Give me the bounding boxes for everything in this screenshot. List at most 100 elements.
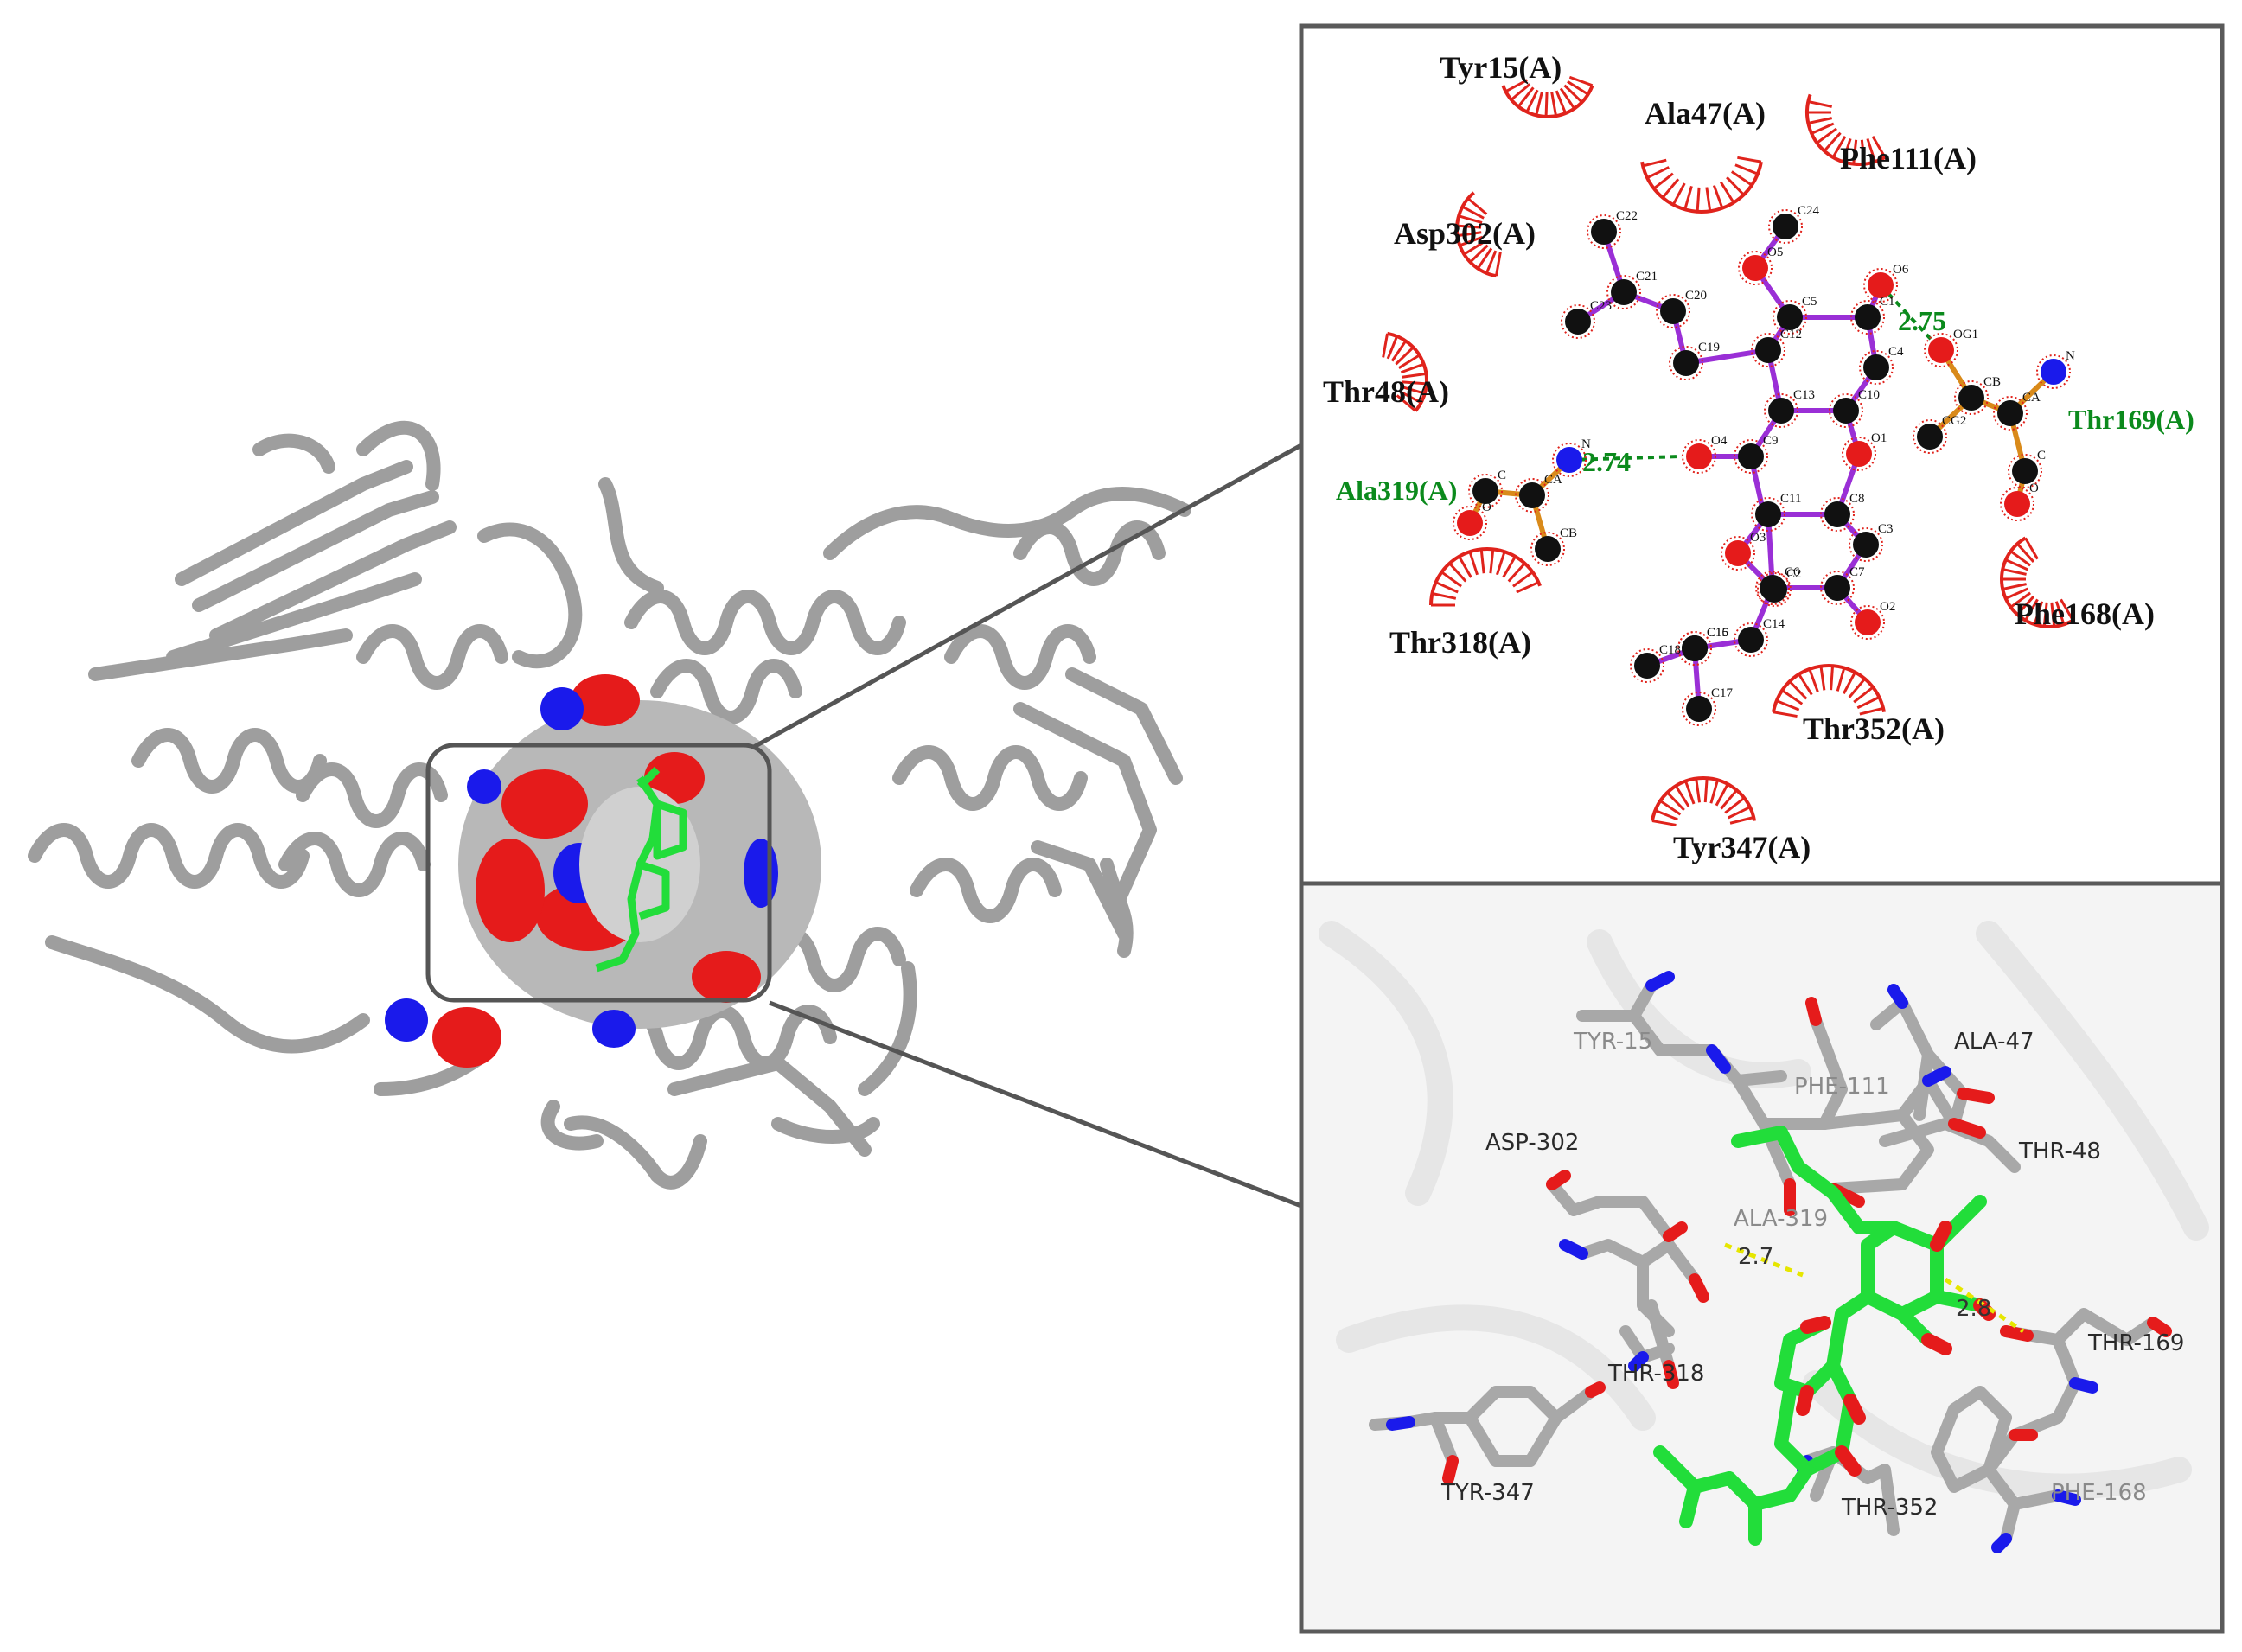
atom-cb — [1958, 385, 1984, 411]
hydrophobic-arc-phe111 — [1805, 93, 1887, 166]
atom-ring — [1913, 419, 1947, 454]
atom-o1 — [1846, 441, 1872, 467]
atom-ring — [1530, 532, 1565, 566]
label-phe168: PHE-168 — [2051, 1480, 2147, 1506]
protein-overview — [28, 420, 1303, 1209]
atom-label-c1: C1 — [1880, 295, 1895, 309]
atom-c17 — [1686, 696, 1712, 722]
hbond-distance-3d-2: 2.8 — [1956, 1296, 1991, 1322]
atom-label-c13: C13 — [1793, 388, 1815, 402]
hydrophobic-arc-thr48 — [1382, 331, 1428, 412]
label-tyr347: TYR-347 — [1440, 1480, 1535, 1506]
atom-o4 — [1686, 443, 1712, 469]
atom-ring — [1677, 631, 1712, 666]
atom-ring — [2008, 454, 2042, 488]
label-thr318: THR-318 — [1607, 1361, 1704, 1387]
atom-ring — [1757, 572, 1792, 607]
atom-label-cb: CB — [1983, 375, 2001, 389]
atom-label-c10: C10 — [1858, 388, 1880, 402]
atom-ring — [1552, 443, 1587, 477]
atom-label-o6: O6 — [1893, 263, 1909, 277]
atom-c11 — [1755, 501, 1781, 527]
atom-ring — [1721, 536, 1755, 571]
atom-label-n-t: N — [2066, 349, 2075, 363]
atom-label-c6: C6 — [1785, 565, 1800, 579]
atom-ring — [1734, 439, 1768, 474]
hydrophobic-arc-thr318 — [1429, 547, 1542, 607]
atom-label-c20: C20 — [1685, 289, 1707, 303]
hydrophobic-arc-tyr347 — [1650, 775, 1757, 826]
atom-ring — [1849, 527, 1883, 562]
hydrophobic-arc-phe168 — [2000, 536, 2074, 628]
atom-label-c3: C3 — [1878, 522, 1894, 536]
atom-c18 — [1634, 653, 1660, 679]
atom-label-c14: C14 — [1763, 617, 1785, 631]
atom-c-a — [1472, 478, 1498, 504]
atom-label-c22: C22 — [1616, 209, 1638, 223]
atom-c19 — [1673, 350, 1699, 376]
atom-c12 — [1755, 337, 1781, 363]
label-thr169: THR-169 — [2087, 1330, 2184, 1356]
atom-c5 — [1777, 304, 1803, 330]
atom-ring — [2036, 354, 2071, 389]
atom-label-c16: C16 — [1707, 626, 1729, 640]
atom-label-c17: C17 — [1711, 686, 1734, 700]
hbond-residue-ala319: Ala319(A) — [1336, 475, 1457, 506]
atom-label-og1: OG1 — [1953, 328, 1978, 341]
hydrogen-bonds-3d — [1724, 1242, 2025, 1334]
atom-ring — [1850, 605, 1885, 640]
atom-ring — [1453, 506, 1487, 540]
atom-o5 — [1742, 255, 1768, 281]
atom-ring — [1656, 294, 1690, 328]
atom-n-t — [2041, 359, 2066, 385]
atom-ring — [1669, 346, 1703, 380]
atom-label-c24: C24 — [1798, 204, 1820, 218]
binding-3d-panel: 2.7 2.8 TYR-15 ALA-47 PHE-111 ASP-302 TH… — [1299, 881, 2225, 1634]
atom-ring — [1924, 333, 1958, 367]
atom-ring — [1561, 304, 1595, 339]
atom-ring — [1738, 251, 1773, 285]
ligand-heteroatoms — [1796, 1221, 1996, 1477]
atom-o-a — [1457, 510, 1483, 536]
connector-top — [751, 443, 1303, 750]
atom-label-c4: C4 — [1888, 345, 1904, 359]
hbond-residue-thr169: Thr169(A) — [2068, 404, 2194, 435]
atom-label-c-t: C — [2037, 449, 2046, 462]
label-phe111: PHE-111 — [1794, 1074, 1890, 1100]
atom-o-t — [2004, 491, 2030, 517]
atom-c-t — [2012, 458, 2038, 484]
residue-sticks — [1369, 979, 2159, 1545]
atom-ring — [1755, 571, 1790, 605]
binding-surface — [385, 674, 821, 1068]
atom-ring — [1468, 474, 1503, 508]
hbond-distance-1: 2.75 — [1898, 305, 1946, 336]
atom-ring — [1859, 350, 1894, 385]
atom-label-c8: C8 — [1849, 492, 1865, 506]
atom-label-c2: C2 — [1786, 567, 1802, 581]
atom-o6 — [1868, 272, 1894, 298]
atom-ring — [1515, 478, 1549, 513]
hydrogen-bonds — [1568, 284, 1943, 462]
hbond-distance-2: 2.74 — [1582, 446, 1631, 477]
atom-ring — [1630, 648, 1664, 683]
atom-cb-a — [1535, 536, 1561, 562]
atom-label-c-a: C — [1498, 469, 1506, 482]
atom-ring — [1587, 214, 1621, 249]
atom-ring — [1751, 333, 1785, 367]
atom-cg2 — [1917, 424, 1943, 450]
atom-label-o4: O4 — [1711, 434, 1728, 448]
atom-c1 — [1855, 304, 1881, 330]
residue-thr48: Thr48(A) — [1323, 374, 1449, 409]
atom-label-o1: O1 — [1871, 431, 1887, 445]
atom-label-c11: C11 — [1780, 492, 1801, 506]
atom-og1 — [1928, 337, 1954, 363]
hydrophobic-contacts — [1382, 75, 2074, 826]
zoom-box — [425, 743, 772, 1003]
atom-c13 — [1768, 398, 1794, 424]
atom-ring — [1682, 692, 1716, 726]
atom-label-c21: C21 — [1636, 270, 1658, 284]
atom-c8 — [1824, 501, 1850, 527]
atom-label-o-a: O — [1482, 501, 1491, 514]
